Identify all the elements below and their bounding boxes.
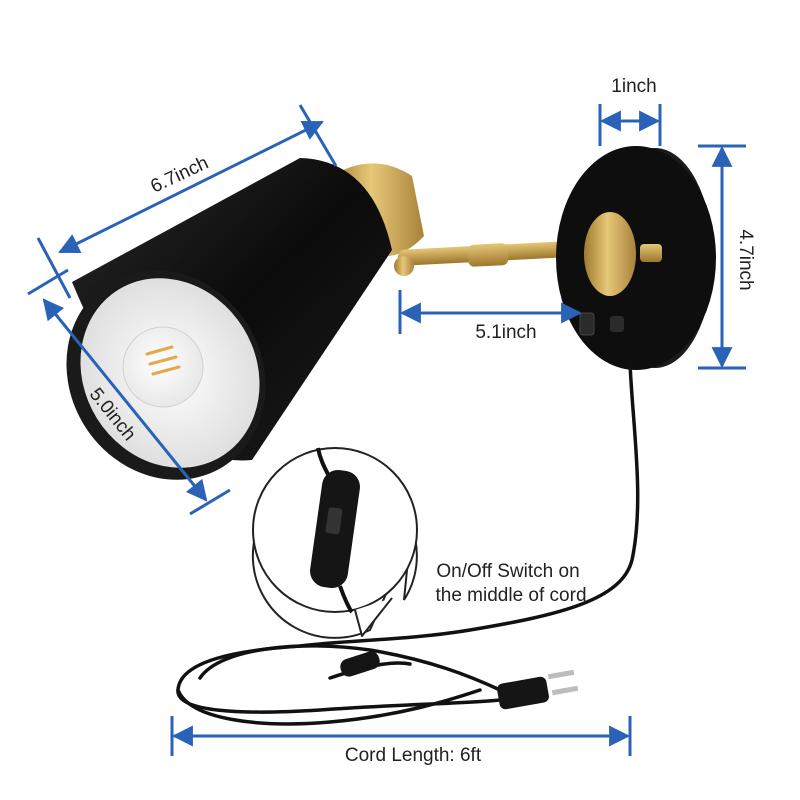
inline-switch xyxy=(340,651,380,677)
callout-text-line1: On/Off Switch on xyxy=(436,561,579,582)
arm-pivot xyxy=(394,256,414,276)
wall-base xyxy=(556,146,716,370)
cord-loop-2 xyxy=(176,688,482,726)
dim-5-0-line xyxy=(42,298,208,502)
plug-body xyxy=(497,676,549,710)
cord-loop-1 xyxy=(198,644,502,692)
base-brass-plate xyxy=(584,212,636,296)
callout-tail xyxy=(354,597,393,637)
base-front xyxy=(556,146,716,370)
base-rocker-switch xyxy=(579,312,595,336)
dim-6-7-line xyxy=(58,120,324,254)
bulb xyxy=(122,326,204,408)
arm-joint xyxy=(467,243,509,267)
label-arm-length: 5.1inch xyxy=(475,322,536,343)
plug-prong-bottom xyxy=(551,685,579,696)
dimension-lines xyxy=(27,104,746,756)
callout-switch-button xyxy=(325,507,343,535)
label-shade-length: 6.7inch xyxy=(147,153,211,198)
callout-text-line2: the middle of cord xyxy=(435,585,586,606)
label-base-depth: 1inch xyxy=(611,76,656,97)
base-cord-exit xyxy=(610,316,624,332)
switch-callout xyxy=(251,447,418,639)
dim-6-7-tick-a xyxy=(36,237,72,299)
label-base-diameter: 4.7inch xyxy=(735,229,756,290)
dim-5-0-tick-a xyxy=(27,268,69,296)
dim-5-0-tick-b xyxy=(189,488,231,516)
plug-prong-top xyxy=(547,669,575,680)
plug xyxy=(497,669,579,710)
dim-6-7-tick-b xyxy=(298,104,338,167)
label-cord-length: Cord Length: 6ft xyxy=(345,745,482,766)
base-arm-nut xyxy=(640,244,662,262)
